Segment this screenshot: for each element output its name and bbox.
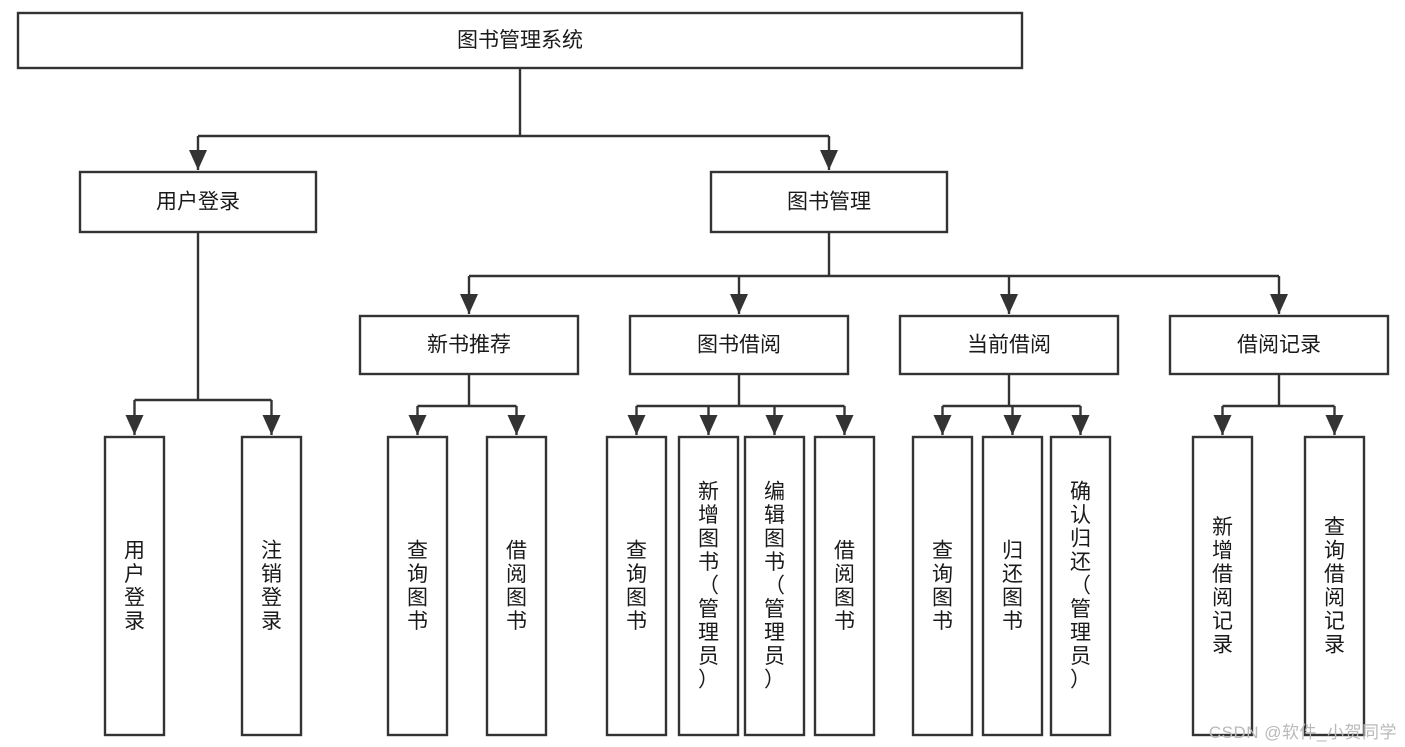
- leaf-借阅图书-7[interactable]: 借阅图书: [813, 435, 876, 737]
- node-rect[interactable]: [1049, 435, 1112, 737]
- arrow-head-icon: [933, 415, 952, 435]
- node-rect[interactable]: [605, 435, 668, 737]
- node-rect[interactable]: [240, 435, 303, 737]
- arrow-head-icon: [460, 294, 478, 314]
- arrow-head-icon: [507, 415, 526, 435]
- node-label: 借阅图书: [834, 539, 855, 633]
- arrow-head-icon: [1000, 294, 1018, 314]
- node-rect[interactable]: [628, 314, 850, 376]
- leaf-查询图书-4[interactable]: 查询图书: [605, 435, 668, 737]
- node-label: 用户登录: [124, 539, 145, 633]
- leaf-编辑图书管理员-6[interactable]: 编辑图书（管理员）: [743, 435, 806, 737]
- node-label: 图书管理: [787, 191, 871, 214]
- leaf-确认归还管理员-10[interactable]: 确认归还（管理员）: [1049, 435, 1112, 737]
- arrow-head-icon: [765, 415, 784, 435]
- node-label: 当前借阅: [967, 334, 1051, 357]
- arrow-head-icon: [730, 294, 748, 314]
- leaf-注销登录-1[interactable]: 注销登录: [240, 435, 303, 737]
- node-rect[interactable]: [1303, 435, 1366, 737]
- arrow-head-icon: [1325, 415, 1344, 435]
- arrow-head-icon: [1213, 415, 1232, 435]
- node-rect[interactable]: [485, 435, 548, 737]
- arrow-head-icon: [408, 415, 427, 435]
- node-rect[interactable]: [981, 435, 1044, 737]
- leaf-用户登录-0[interactable]: 用户登录: [103, 435, 166, 737]
- leaf-查询图书-8[interactable]: 查询图书: [911, 435, 974, 737]
- node-label: 编辑图书（管理员）: [764, 481, 785, 692]
- node-当前借阅[interactable]: 当前借阅: [898, 314, 1120, 376]
- node-label: 图书借阅: [697, 334, 781, 357]
- node-rect[interactable]: [677, 435, 740, 737]
- node-label: 查询借阅记录: [1324, 516, 1345, 657]
- node-rect[interactable]: [358, 314, 580, 376]
- node-label: 借阅记录: [1237, 334, 1321, 357]
- connector-lines: [125, 68, 1344, 435]
- leaf-新增借阅记录-11[interactable]: 新增借阅记录: [1191, 435, 1254, 737]
- arrow-head-icon: [189, 150, 207, 170]
- leaf-归还图书-9[interactable]: 归还图书: [981, 435, 1044, 737]
- node-label: 借阅图书: [506, 539, 527, 633]
- arrow-head-icon: [627, 415, 646, 435]
- arrow-head-icon: [1270, 294, 1288, 314]
- arrow-head-icon: [835, 415, 854, 435]
- leaf-借阅图书-3[interactable]: 借阅图书: [485, 435, 548, 737]
- node-label: 查询图书: [932, 539, 953, 633]
- leaf-新增图书管理员-5[interactable]: 新增图书（管理员）: [677, 435, 740, 737]
- node-用户登录[interactable]: 用户登录: [78, 170, 318, 234]
- arrow-head-icon: [699, 415, 718, 435]
- node-label: 归还图书: [1002, 539, 1023, 633]
- node-图书借阅[interactable]: 图书借阅: [628, 314, 850, 376]
- watermark-text: CSDN @软件_小贺同学: [1208, 723, 1397, 742]
- arrow-head-icon: [1003, 415, 1022, 435]
- node-rect[interactable]: [813, 435, 876, 737]
- node-借阅记录[interactable]: 借阅记录: [1168, 314, 1390, 376]
- node-label: 查询图书: [626, 539, 647, 633]
- node-rect[interactable]: [1191, 435, 1254, 737]
- node-rect[interactable]: [103, 435, 166, 737]
- node-rect[interactable]: [16, 11, 1024, 70]
- node-图书管理系统-root[interactable]: 图书管理系统: [16, 11, 1024, 70]
- node-label: 新增借阅记录: [1212, 516, 1233, 657]
- node-label: 查询图书: [407, 539, 428, 633]
- node-新书推荐[interactable]: 新书推荐: [358, 314, 580, 376]
- node-rect[interactable]: [898, 314, 1120, 376]
- arrow-head-icon: [820, 150, 838, 170]
- node-label: 图书管理系统: [457, 29, 583, 52]
- node-rect[interactable]: [709, 170, 949, 234]
- node-rect[interactable]: [911, 435, 974, 737]
- node-rect[interactable]: [1168, 314, 1390, 376]
- arrow-head-icon: [1071, 415, 1090, 435]
- node-label: 新书推荐: [427, 334, 511, 357]
- node-rect[interactable]: [78, 170, 318, 234]
- node-图书管理[interactable]: 图书管理: [709, 170, 949, 234]
- node-label: 新增图书（管理员）: [698, 481, 719, 692]
- node-label: 注销登录: [261, 539, 282, 633]
- leaf-查询图书-2[interactable]: 查询图书: [386, 435, 449, 737]
- node-boxes: 图书管理系统用户登录图书管理新书推荐图书借阅当前借阅借阅记录用户登录注销登录查询…: [16, 11, 1390, 737]
- node-rect[interactable]: [743, 435, 806, 737]
- node-label: 用户登录: [156, 191, 240, 214]
- arrow-head-icon: [125, 415, 144, 435]
- arrow-head-icon: [262, 415, 281, 435]
- node-label: 确认归还（管理员）: [1070, 481, 1091, 692]
- leaf-查询借阅记录-12[interactable]: 查询借阅记录: [1303, 435, 1366, 737]
- node-rect[interactable]: [386, 435, 449, 737]
